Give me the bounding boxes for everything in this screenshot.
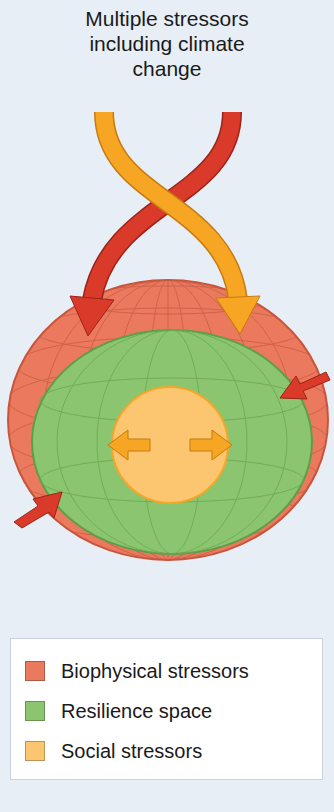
legend-label: Resilience space [61,699,212,723]
legend-label: Social stressors [61,739,202,763]
legend-box: Biophysical stressorsResilience spaceSoc… [10,638,323,780]
diagram-title: Multiple stressors including climate cha… [57,6,277,81]
legend-swatch [25,661,45,681]
legend-row: Resilience space [25,699,308,723]
legend-row: Social stressors [25,739,308,763]
legend-swatch [25,741,45,761]
legend-row: Biophysical stressors [25,659,308,683]
legend-swatch [25,701,45,721]
legend-label: Biophysical stressors [61,659,249,683]
